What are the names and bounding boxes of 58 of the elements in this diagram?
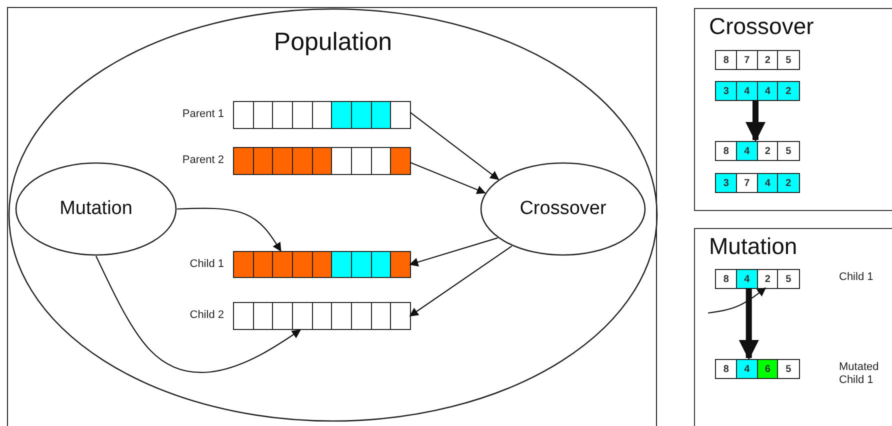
- arrow: [409, 237, 498, 266]
- chromosome-bar: [715, 81, 798, 101]
- gene-cell: 4: [736, 359, 758, 379]
- arrow: [96, 256, 301, 374]
- gene-cell: 5: [777, 141, 800, 161]
- gene-cell: 8: [715, 359, 738, 379]
- gene-cell: 7: [736, 50, 758, 70]
- arrow: [176, 208, 282, 252]
- gene-cell: 6: [756, 359, 779, 379]
- gene-cell: 2: [777, 81, 800, 101]
- chromosome-bar: [715, 50, 798, 70]
- chromosome-label: Child 1: [839, 271, 874, 284]
- panel-title: Crossover: [709, 13, 814, 40]
- gene-cell: 8: [715, 269, 738, 289]
- gene-cell: 4: [756, 173, 779, 193]
- gene-cell: 4: [736, 141, 758, 161]
- arrow: [410, 162, 486, 194]
- operator-ellipse: [480, 162, 646, 256]
- gene-cell: 4: [736, 81, 758, 101]
- arrow: [409, 246, 512, 316]
- chromosome-bar: [233, 101, 410, 129]
- chromosome-label: Parent 1: [182, 108, 224, 122]
- gene-cell: 2: [756, 50, 779, 70]
- gene-cell: 4: [736, 269, 758, 289]
- gene-cell: 5: [777, 359, 800, 379]
- example-panel: [694, 8, 892, 211]
- example-panel: [694, 228, 892, 426]
- arrow: [410, 112, 500, 180]
- chromosome-bar: [715, 269, 798, 289]
- gene-cell: 8: [715, 50, 738, 70]
- gene-cell: 2: [756, 269, 779, 289]
- chromosome-bar: [233, 147, 410, 175]
- gene-cell: 8: [715, 141, 738, 161]
- panel-title: Mutation: [709, 233, 798, 260]
- gene-cell: 3: [715, 173, 738, 193]
- chromosome-label: Parent 2: [182, 154, 224, 168]
- gene-cell: 5: [777, 269, 800, 289]
- arrow: [708, 287, 766, 314]
- gene-cell: 2: [756, 141, 779, 161]
- operator-ellipse: [15, 162, 177, 256]
- block-arrow: [738, 288, 759, 360]
- chromosome-label: Mutated Child 1: [839, 361, 880, 388]
- chromosome-label: Child 2: [190, 309, 224, 322]
- chromosome-bar: [233, 251, 410, 278]
- gene-cell: 7: [736, 173, 758, 193]
- ellipse-label: Population: [272, 28, 394, 57]
- ellipse-label: Crossover: [518, 198, 608, 220]
- chromosome-bar: [715, 141, 798, 161]
- gene-cell: 4: [756, 81, 779, 101]
- chromosome-bar: [233, 302, 410, 330]
- chromosome-label: Child 1: [190, 258, 224, 271]
- gene-cell: 2: [777, 173, 800, 193]
- chromosome-bar: [715, 173, 798, 193]
- block-arrow: [746, 100, 766, 142]
- ellipse-label: Mutation: [58, 198, 134, 220]
- gene-cell: 5: [777, 50, 800, 70]
- chromosome-bar: [715, 359, 798, 379]
- gene-cell: 3: [715, 81, 738, 101]
